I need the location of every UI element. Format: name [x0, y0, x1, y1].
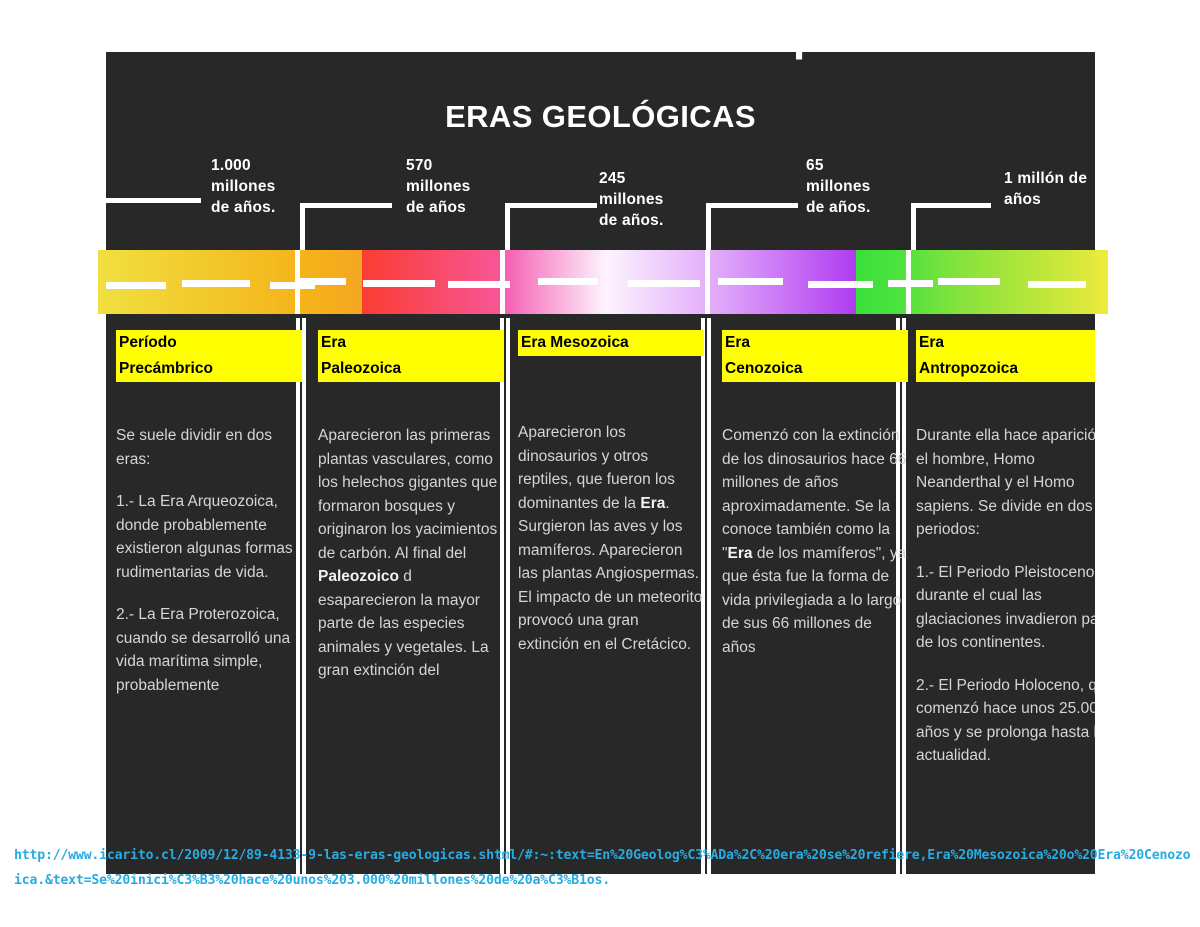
era-body-mesozoica: Aparecieron los dinosaurios y otros rept… — [518, 421, 704, 656]
era-heading-precambrico: Período Precámbrico — [116, 330, 302, 382]
era-heading-line: Era Mesozoica — [518, 330, 704, 356]
colorbar-overhang — [1095, 250, 1108, 314]
timeline-label-1000: 1.000 millones de años. — [211, 157, 276, 216]
era-body-paleozoica: Aparecieron las primeras plantas vascula… — [318, 424, 504, 683]
colorbar-dash — [888, 280, 933, 287]
era-heading-line: Era — [722, 330, 908, 356]
timeline-bracket-4 — [706, 203, 798, 254]
era-heading-line: Período — [116, 330, 302, 356]
era-heading-line: Paleozoica — [318, 356, 504, 382]
era-text-post: de los mamíferos", ya que ésta fue la fo… — [722, 544, 907, 656]
column-divider-5 — [701, 318, 705, 874]
era-heading-mesozoica: Era Mesozoica — [518, 330, 704, 356]
timeline-bracket-1 — [106, 198, 201, 254]
era-column-paleozoica: Era Paleozoica Aparecieron las primeras … — [318, 330, 504, 702]
era-color-bar — [98, 250, 1108, 314]
colorbar-dash — [538, 278, 598, 285]
timeline-bracket-3 — [505, 203, 597, 254]
era-heading-line: Precámbrico — [116, 356, 302, 382]
era-text-bold: Paleozoico — [318, 568, 399, 585]
column-divider-8 — [902, 318, 906, 874]
colorbar-dash — [808, 281, 873, 288]
era-column-mesozoica: Era Mesozoica Aparecieron los dinosaurio… — [518, 330, 704, 675]
era-text-post: . Surgieron las aves y los mamíferos. Ap… — [518, 494, 703, 653]
column-divider-1 — [296, 318, 300, 874]
era-heading-line: Cenozoica — [722, 356, 908, 382]
era-text-pre: Aparecieron las primeras plantas vascula… — [318, 427, 498, 562]
timeline-bracket-5 — [911, 203, 991, 254]
colorbar-dash — [363, 280, 435, 287]
era-heading-antropozoica: Era Antropozoica — [916, 330, 1121, 382]
dark-background-panel — [106, 52, 1095, 874]
era-paragraph: Comenzó con la extinción de los dinosaur… — [722, 424, 908, 659]
colorbar-dash — [270, 282, 315, 289]
colorbar-dash — [718, 278, 783, 285]
era-paragraph: Aparecieron las primeras plantas vascula… — [318, 424, 504, 683]
era-heading-line: Era — [916, 330, 1121, 356]
colorbar-dash — [298, 278, 346, 285]
right-clip-mask — [1095, 52, 1200, 874]
column-divider-7 — [896, 318, 900, 874]
era-paragraph: Durante ella hace aparición el hombre, H… — [916, 427, 1105, 538]
timeline-label-245: 245 millones de años. — [599, 170, 664, 229]
era-text-bold: Era — [727, 544, 753, 562]
era-column-antropozoica: Era Antropozoica Durante ella hace apari… — [916, 330, 1121, 787]
era-text-bold: Era — [640, 494, 666, 512]
column-divider-6 — [707, 318, 711, 874]
colorbar-dash — [938, 278, 1000, 285]
era-text-pre: Aparecieron los dinosaurios y otros rept… — [518, 424, 675, 512]
colorbar-dash — [1028, 281, 1086, 288]
colorbar-divider-3 — [705, 250, 710, 314]
colorbar-dash — [628, 280, 700, 287]
colorbar-dash — [182, 280, 250, 287]
era-paragraph: 2.- El Periodo Holoceno, que comenzó hac… — [916, 676, 1115, 765]
era-heading-paleozoica: Era Paleozoica — [318, 330, 504, 382]
era-body-precambrico: Se suele dividir en dos eras: 1.- La Era… — [116, 424, 302, 697]
era-text-post: d esaparecieron la mayor parte de las es… — [318, 568, 489, 679]
era-paragraph: Aparecieron los dinosaurios y otros rept… — [518, 421, 704, 656]
era-heading-line: Era — [318, 330, 504, 356]
timeline-label-570: 570 millones de años — [406, 157, 471, 216]
era-text-pre: Comenzó con la extinción de los dinosaur… — [722, 427, 907, 562]
era-body-antropozoica: Durante ella hace aparición el hombre, H… — [916, 424, 1121, 768]
era-paragraph: Se suele dividir en dos eras: — [116, 427, 272, 468]
page-subtitle: ERAS GEOLÓGICAS — [445, 99, 756, 134]
column-divider-2 — [302, 318, 306, 874]
column-divider-4 — [506, 318, 510, 874]
era-heading-cenozoica: Era Cenozoica — [722, 330, 908, 382]
timeline-bracket-2 — [300, 203, 392, 254]
column-divider-3 — [500, 318, 504, 874]
era-paragraph: 1.- La Era Arqueozoica, donde probableme… — [116, 493, 293, 581]
era-column-precambrico: Período Precámbrico Se suele dividir en … — [116, 330, 302, 716]
source-url[interactable]: http://www.icarito.cl/2009/12/89-4133-9-… — [14, 848, 1191, 888]
era-heading-line: Antropozoica — [916, 356, 1121, 382]
era-paragraph: 2.- La Era Proterozoica, cuando se desar… — [116, 606, 291, 694]
era-column-cenozoica: Era Cenozoica Comenzó con la extinción d… — [722, 330, 908, 678]
timeline-label-1millon: 1 millón de años — [1004, 170, 1088, 208]
timeline-label-65: 65 millones de años. — [806, 157, 871, 216]
colorbar-dash — [448, 281, 510, 288]
page-title: Línea del Tiempo — [331, 0, 870, 60]
era-paragraph: 1.- El Periodo Pleistoceno durante el cu… — [916, 563, 1117, 652]
era-body-cenozoica: Comenzó con la extinción de los dinosaur… — [722, 424, 908, 659]
colorbar-dash — [106, 282, 166, 289]
